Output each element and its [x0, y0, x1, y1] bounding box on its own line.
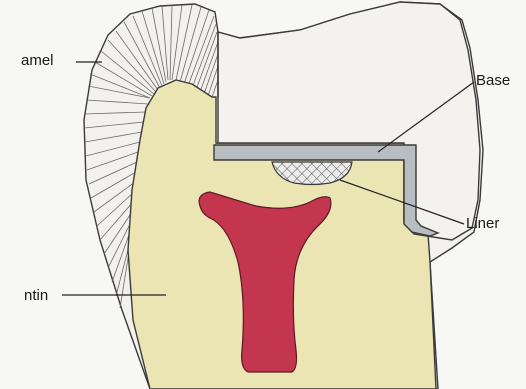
dentin-label: ntin [24, 288, 48, 303]
base-label: Base [476, 73, 510, 88]
enamel-label: amel [21, 53, 54, 68]
liner-label: Liner [466, 216, 499, 231]
